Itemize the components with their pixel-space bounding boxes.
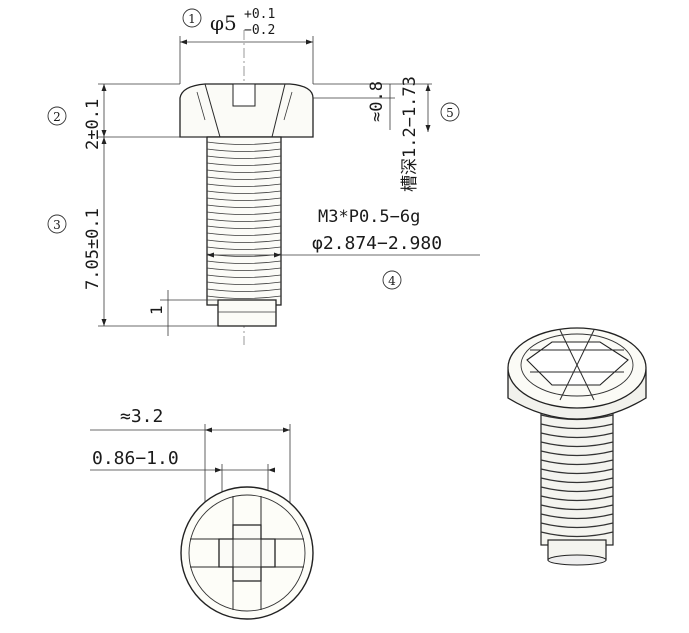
thread-ridge [540, 504, 614, 511]
recess-diameter-label: ≈3.2 [120, 406, 163, 427]
thread-ridge [540, 459, 614, 466]
thread-line [206, 204, 282, 208]
head-diameter-lower-tol: −0.2 [244, 23, 275, 38]
thread-line [206, 211, 282, 215]
thread-ridge [540, 432, 614, 439]
thread-line [206, 162, 282, 166]
svg-text:5: 5 [446, 106, 454, 120]
head-diameter-upper-tol: +0.1 [244, 7, 275, 22]
thread-line [206, 232, 282, 236]
thread-line [206, 260, 282, 264]
screw-side-view [98, 30, 480, 345]
svg-text:3: 3 [53, 218, 61, 232]
callout-2: 2 [47, 106, 67, 126]
thread-line [206, 183, 282, 187]
thread-ridge [540, 477, 614, 484]
tip-length-label: 1 [147, 305, 166, 315]
thread-line [206, 176, 282, 180]
thread-line [206, 169, 282, 173]
thread-ridge [540, 468, 614, 475]
thread-ridge [540, 441, 614, 448]
thread-major-diameter-label: φ2.874−2.980 [312, 233, 442, 254]
thread-ridge [540, 495, 614, 502]
thread-line [206, 281, 282, 285]
thread-line [206, 148, 282, 152]
screw-3d-view [507, 327, 647, 566]
thread-ridge [540, 486, 614, 493]
shank-length-label: 7.05±0.1 [83, 208, 103, 290]
thread-line [206, 190, 282, 194]
screw-end-view [90, 424, 314, 620]
thread-line [206, 239, 282, 243]
thread-ridge [540, 423, 614, 430]
thread-lines [206, 141, 282, 299]
thread-line [206, 246, 282, 250]
thread-line [206, 274, 282, 278]
thread-line [206, 197, 282, 201]
thread-line [206, 288, 282, 292]
thread-spec-label: M3*P0.5−6g [318, 207, 420, 227]
head-height-label: 2±0.1 [83, 99, 103, 150]
thread-line [206, 267, 282, 271]
thread-ridge [540, 522, 614, 529]
callout-4: 4 [382, 270, 402, 290]
recess-width-label: 0.86−1.0 [92, 448, 179, 469]
thread-line [206, 155, 282, 159]
thread-line [206, 141, 282, 145]
svg-text:2: 2 [53, 110, 61, 124]
thread-ridge [540, 531, 614, 538]
callout-1: 1 [182, 8, 202, 28]
svg-text:1: 1 [188, 12, 196, 26]
thread-ridge [540, 513, 614, 520]
callout-5: 5 [440, 102, 460, 122]
slot-depth-label: 槽深1.2−1.73 [400, 76, 420, 192]
thread-line [206, 225, 282, 229]
thread-line [206, 295, 282, 299]
callout-3: 3 [47, 214, 67, 234]
head-diameter-label: φ5 [210, 11, 237, 35]
thread-line [206, 218, 282, 222]
svg-text:4: 4 [388, 274, 396, 288]
thread-ridge [540, 450, 614, 457]
slot-width-label: ≈0.8 [367, 81, 387, 122]
